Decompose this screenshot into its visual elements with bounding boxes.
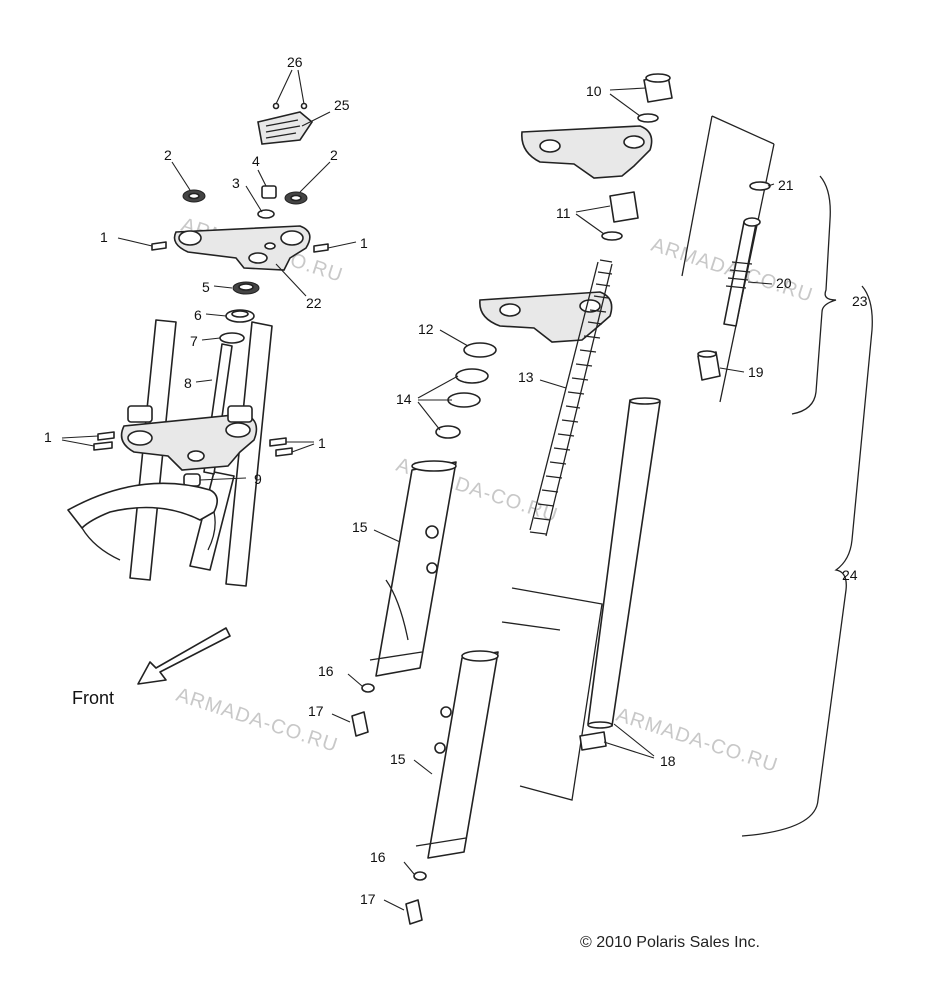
callout-7: 7	[190, 333, 198, 349]
callout-17a: 17	[308, 703, 324, 719]
washer-16-upper	[361, 683, 375, 693]
callout-26: 26	[287, 54, 303, 70]
callout-21: 21	[778, 177, 794, 193]
callout-15b: 15	[390, 751, 406, 767]
part-4	[261, 185, 277, 199]
callout-6: 6	[194, 307, 202, 323]
callout-4: 4	[252, 153, 260, 169]
callout-1d: 1	[318, 435, 326, 451]
left-fork-assembly: Front	[67, 102, 427, 925]
callout-24: 24	[842, 567, 858, 583]
callout-19: 19	[748, 364, 764, 380]
seal-12	[463, 342, 497, 358]
callout-23: 23	[852, 293, 868, 309]
right-cartridge-assembly	[579, 115, 873, 837]
callout-11: 11	[556, 205, 571, 221]
lower-triple-clamp	[120, 405, 258, 471]
callout-2a: 2	[164, 147, 172, 163]
cap-oring	[637, 113, 659, 123]
callout-1a: 1	[100, 229, 108, 245]
washer-16-lower	[413, 871, 427, 881]
callout-20: 20	[776, 275, 792, 291]
callout-12: 12	[418, 321, 434, 337]
top-bearings	[182, 189, 308, 205]
callout-13: 13	[518, 369, 534, 385]
front-arrow	[137, 627, 231, 685]
callout-3: 3	[232, 175, 240, 191]
center-fork-assembly	[369, 73, 673, 859]
callout-25: 25	[334, 97, 350, 113]
upper-triple-clamp	[173, 225, 311, 271]
seal-14c	[435, 425, 461, 439]
right-fork-tube	[225, 321, 273, 587]
bracket-23	[791, 175, 837, 415]
rebound-spring	[725, 261, 753, 289]
bolt-upper-left	[151, 241, 167, 251]
front-label: Front	[72, 688, 114, 708]
callout-22: 22	[306, 295, 322, 311]
bolt-upper-right	[313, 243, 329, 253]
fender	[67, 482, 218, 529]
callout-8: 8	[184, 375, 192, 391]
washer	[219, 332, 245, 344]
callout-10: 10	[586, 83, 602, 99]
callout-1c: 1	[44, 429, 52, 445]
callout-2b: 2	[330, 147, 338, 163]
callout-14: 14	[396, 391, 412, 407]
circlip	[749, 181, 771, 191]
assembly-outline-center	[501, 587, 603, 801]
steering-bearing	[232, 281, 260, 295]
part-3	[257, 209, 275, 219]
lower-leg-lower	[427, 651, 499, 859]
lower-leg-upper	[375, 461, 457, 677]
cover-plate	[257, 102, 314, 145]
bolt-17-lower	[405, 899, 423, 925]
bolt-17-upper	[351, 711, 369, 737]
center-top-clamp	[521, 125, 653, 179]
callout-18: 18	[660, 753, 676, 769]
watermark-4: ARMADA-CO.RU	[173, 684, 340, 757]
callout-16b: 16	[370, 849, 386, 865]
slide-bushing	[579, 731, 607, 751]
bracket-24	[741, 285, 873, 837]
callout-17b: 17	[360, 891, 376, 907]
callout-1b: 1	[360, 235, 368, 251]
seal-14b	[447, 392, 481, 408]
lower-tube-left	[189, 471, 235, 571]
leader-lines	[61, 69, 775, 911]
bushing	[609, 191, 639, 223]
callouts: 26 25 2 4 2 3 1 1 5 22 6 7 8 1 1 9 10 11…	[44, 54, 868, 907]
copyright-text: © 2010 Polaris Sales Inc.	[580, 934, 760, 951]
callout-16a: 16	[318, 663, 334, 679]
callout-15a: 15	[352, 519, 368, 535]
fork-spring	[529, 259, 613, 537]
callout-5: 5	[202, 279, 210, 295]
watermark-5: ARMADA-CO.RU	[613, 704, 780, 777]
seal-inner	[231, 310, 249, 318]
inner-tube	[587, 399, 661, 727]
callout-9: 9	[254, 471, 262, 487]
seal-14a	[455, 368, 489, 384]
